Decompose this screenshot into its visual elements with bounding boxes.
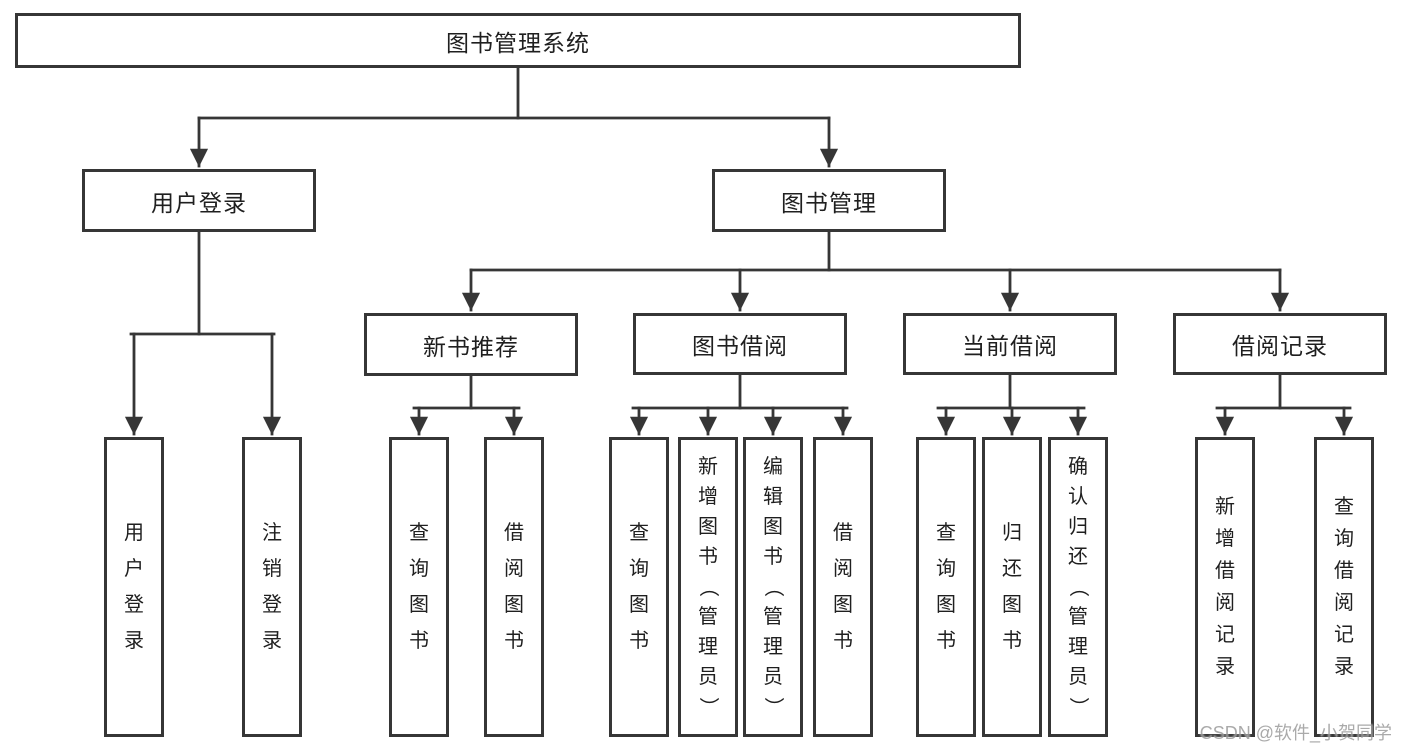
leaf-confirm-return-admin: 确认归还（管理员）: [1048, 437, 1108, 737]
leaf-borrow-book-recommend: 借阅图书: [484, 437, 544, 737]
leaf-query-borrow-record: 查询借阅记录: [1314, 437, 1374, 737]
leaf-query-book-borrow: 查询图书: [609, 437, 669, 737]
leaf-edit-book-admin: 编辑图书（管理员）: [743, 437, 803, 737]
leaf-query-book-recommend: 查询图书: [389, 437, 449, 737]
node-current-borrow: 当前借阅: [903, 313, 1117, 375]
node-root-system: 图书管理系统: [15, 13, 1021, 68]
node-user-login: 用户登录: [82, 169, 316, 232]
leaf-logout: 注销登录: [242, 437, 302, 737]
csdn-watermark: CSDN @软件_小贺同学: [1199, 723, 1392, 743]
leaf-query-book-current: 查询图书: [916, 437, 976, 737]
node-book-management: 图书管理: [712, 169, 946, 232]
leaf-add-book-admin: 新增图书（管理员）: [678, 437, 738, 737]
leaf-add-borrow-record: 新增借阅记录: [1195, 437, 1255, 737]
node-book-borrow: 图书借阅: [633, 313, 847, 375]
leaf-borrow-book: 借阅图书: [813, 437, 873, 737]
node-borrow-records: 借阅记录: [1173, 313, 1387, 375]
leaf-return-book: 归还图书: [982, 437, 1042, 737]
leaf-user-login: 用户登录: [104, 437, 164, 737]
node-new-book-recommend: 新书推荐: [364, 313, 578, 376]
